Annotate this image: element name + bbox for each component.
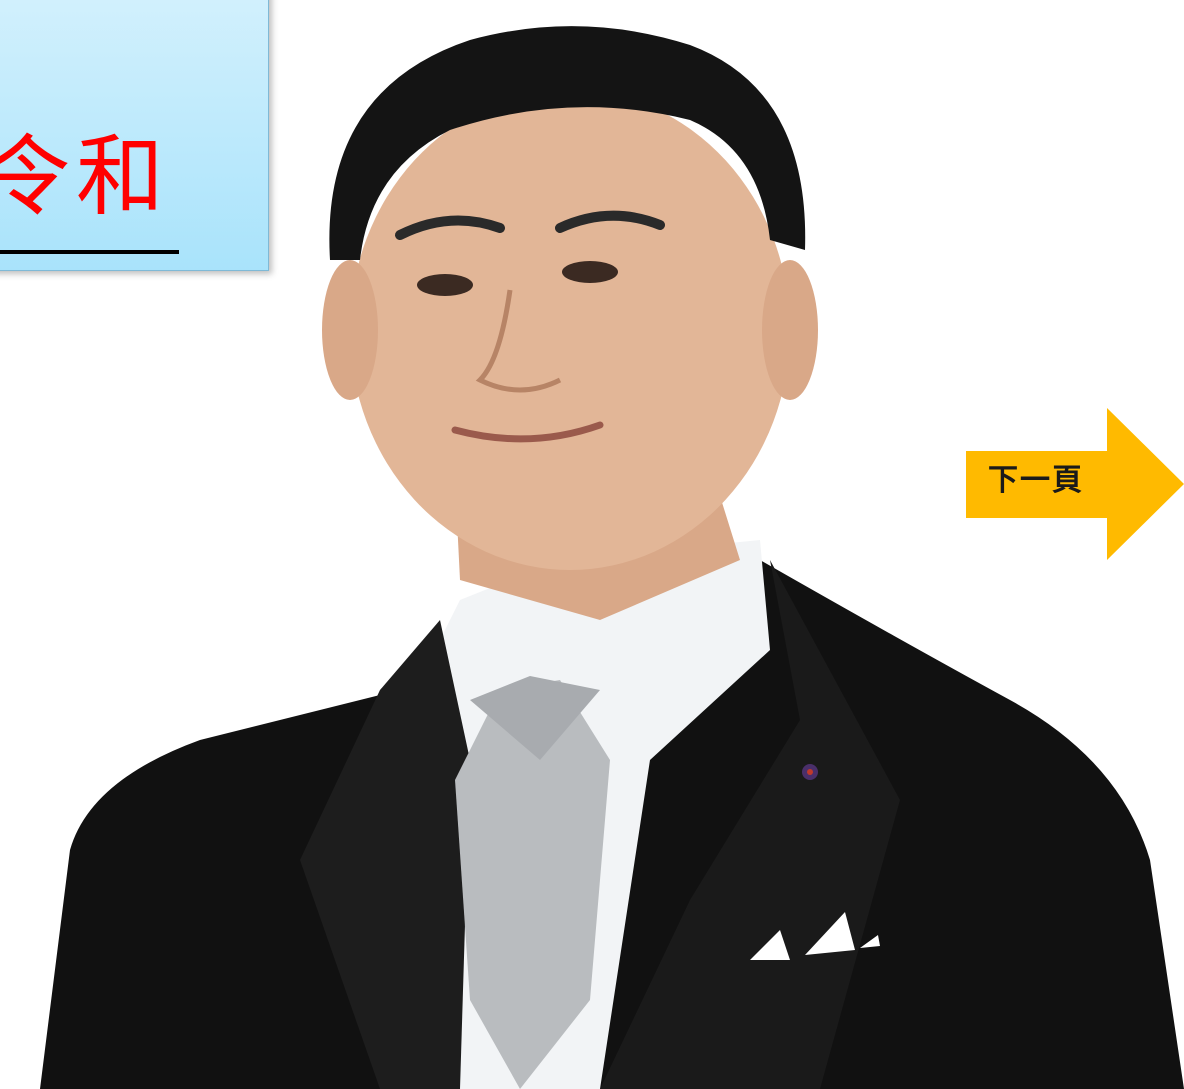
next-page-label: 下一頁 [988,463,1084,498]
pocket-square [750,912,880,960]
hair [329,26,806,261]
lapel-left [300,620,470,1089]
next-page-button[interactable]: 下一頁 [966,408,1184,560]
title-box [0,0,269,271]
face [350,90,790,570]
arrow-right-icon [966,408,1184,560]
lapel-right [600,560,900,1089]
page-title: 令和 [0,125,171,228]
title-underline [0,250,179,254]
necktie [455,680,610,1089]
